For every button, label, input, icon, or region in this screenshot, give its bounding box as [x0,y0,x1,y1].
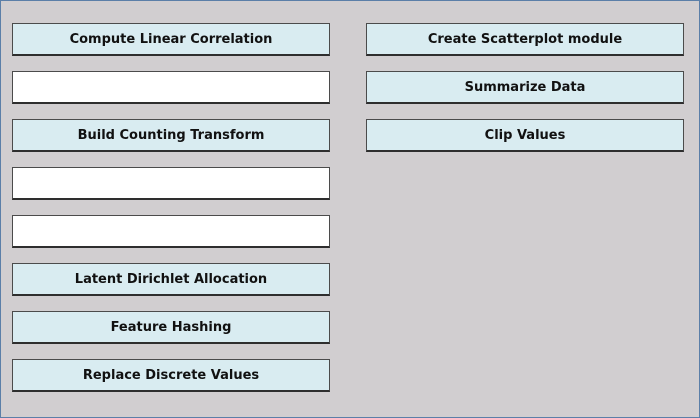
button-label: Build Counting Transform [77,127,265,143]
button-label: Feature Hashing [110,319,232,335]
button-label: Create Scatterplot module [427,31,623,47]
left-column: Compute Linear Correlation Build Countin… [12,23,330,407]
latent-dirichlet-allocation-button[interactable]: Latent Dirichlet Allocation [12,263,330,296]
button-label: Clip Values [484,127,566,143]
button-label: Replace Discrete Values [82,367,260,383]
summarize-data-button[interactable]: Summarize Data [366,71,684,104]
feature-hashing-button[interactable]: Feature Hashing [12,311,330,344]
right-column: Create Scatterplot module Summarize Data… [366,23,684,167]
button-label: Latent Dirichlet Allocation [74,271,268,287]
empty-drop-slot[interactable] [12,167,330,200]
replace-discrete-values-button[interactable]: Replace Discrete Values [12,359,330,392]
empty-drop-slot[interactable] [12,71,330,104]
button-label: Compute Linear Correlation [69,31,273,47]
build-counting-transform-button[interactable]: Build Counting Transform [12,119,330,152]
clip-values-button[interactable]: Clip Values [366,119,684,152]
button-label: Summarize Data [464,79,586,95]
empty-drop-slot[interactable] [12,215,330,248]
create-scatterplot-module-button[interactable]: Create Scatterplot module [366,23,684,56]
compute-linear-correlation-button[interactable]: Compute Linear Correlation [12,23,330,56]
